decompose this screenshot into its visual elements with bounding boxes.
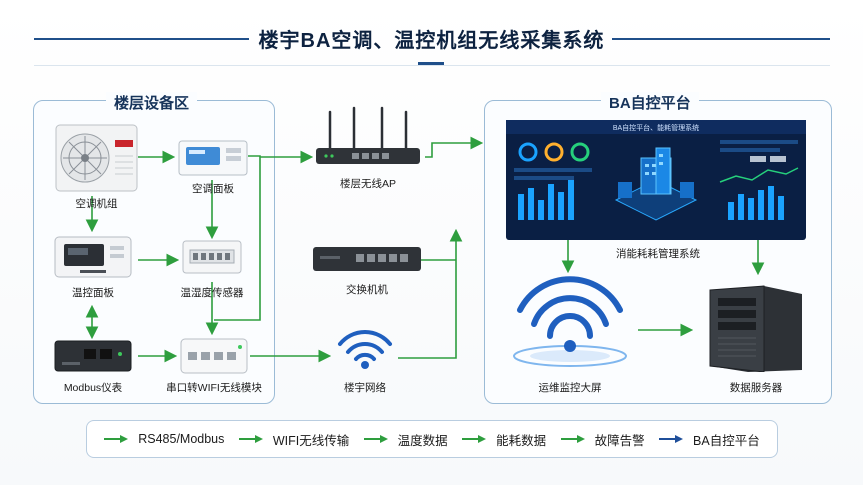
switch-label: 交换机机 bbox=[346, 284, 388, 296]
green-arrow-icon bbox=[238, 435, 263, 443]
wireless-ap-label: 楼层无线AP bbox=[339, 178, 396, 190]
wifi-network-icon bbox=[334, 324, 396, 370]
legend-item-rs485: RS485/Modbus bbox=[104, 432, 224, 446]
modbus-meter-icon bbox=[54, 340, 132, 372]
title-rule-left bbox=[34, 38, 249, 40]
server-label: 数据服务器 bbox=[729, 382, 783, 394]
legend-label: 故障告警 bbox=[594, 433, 645, 448]
thermostat-icon bbox=[54, 236, 132, 278]
green-arrow-icon bbox=[104, 435, 129, 443]
dashboard-caption: BA自控平台、能耗管理系统 bbox=[613, 123, 699, 132]
modbus-meter-label: Modbus仪表 bbox=[63, 382, 123, 394]
wifi-module-icon bbox=[180, 338, 248, 374]
aircon-panel-icon bbox=[178, 140, 248, 176]
aircon-unit-label: 空调机组 bbox=[75, 198, 118, 210]
title-divider bbox=[34, 65, 830, 66]
thermostat-label: 温控面板 bbox=[72, 287, 114, 299]
title-rule-right bbox=[612, 38, 830, 40]
sensor-icon bbox=[182, 240, 242, 274]
link-network-platform bbox=[398, 228, 463, 359]
server-icon bbox=[704, 280, 808, 373]
wireless-ap-icon bbox=[312, 106, 424, 168]
legend-label: 能耗数据 bbox=[496, 433, 547, 448]
aircon-unit-icon bbox=[55, 124, 138, 192]
legend-label: RS485/Modbus bbox=[138, 432, 225, 446]
floor-zone-title: 楼层设备区 bbox=[106, 92, 198, 113]
sensor-label: 温湿度传感器 bbox=[180, 287, 244, 299]
bus-floor bbox=[214, 155, 261, 321]
energy-system-label: 消能耗耗管理系统 bbox=[616, 248, 700, 260]
legend-item-fault: 故障告警 bbox=[560, 430, 645, 449]
legend-item-wifi: WIFI无线传输 bbox=[238, 430, 350, 449]
legend-item-ba-platform: BA自控平台 bbox=[659, 430, 760, 449]
monitoring-screen-icon bbox=[508, 270, 632, 370]
switch-icon bbox=[312, 244, 422, 274]
legend-label: WIFI无线传输 bbox=[272, 433, 350, 448]
green-arrow-icon bbox=[462, 435, 487, 443]
legend-item-energy: 能耗数据 bbox=[462, 430, 546, 449]
aircon-panel-label: 空调面板 bbox=[192, 183, 234, 195]
legend: RS485/Modbus WIFI无线传输 温度数据 能耗数据 故障告警 BA自… bbox=[86, 420, 778, 458]
legend-label: BA自控平台 bbox=[693, 433, 760, 448]
ba-platform-title: BA自控平台 bbox=[601, 92, 699, 113]
green-arrow-icon bbox=[560, 435, 585, 443]
title-underline bbox=[418, 62, 444, 65]
blue-arrow-icon bbox=[659, 435, 684, 443]
green-arrow-icon bbox=[363, 435, 388, 443]
energy-dashboard: BA自控平台、能耗管理系统 bbox=[506, 120, 806, 240]
wifi-network-label: 楼宇网络 bbox=[344, 382, 386, 394]
page-title: 楼宇BA空调、温控机组无线采集系统 bbox=[258, 30, 605, 52]
wifi-module-label: 串口转WIFI无线模块 bbox=[166, 382, 262, 394]
link-ap-platform bbox=[425, 136, 484, 158]
legend-label: 温度数据 bbox=[397, 433, 448, 448]
monitoring-screen-label: 运维监控大屏 bbox=[538, 382, 602, 394]
legend-item-temperature: 温度数据 bbox=[363, 430, 448, 449]
